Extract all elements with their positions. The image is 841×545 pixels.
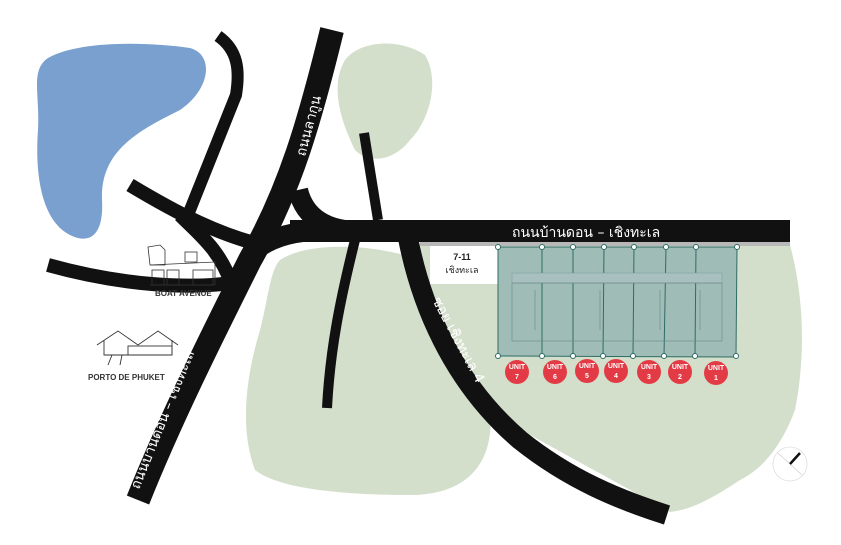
road-curve-junction: [288, 187, 361, 241]
boat-avenue-label: BOAT AVENUE: [155, 289, 212, 298]
road-network: [46, 27, 790, 525]
porto-de-phuket-label: PORTO DE PHUKET: [88, 373, 165, 382]
unit-badge-7[interactable]: UNIT 7: [505, 360, 529, 384]
road-diagonal: [126, 27, 344, 505]
unit-badge-1[interactable]: UNIT 1: [704, 361, 728, 385]
svg-text:3: 3: [647, 374, 651, 381]
svg-text:UNIT: UNIT: [579, 363, 596, 370]
green-area-north: [337, 43, 433, 159]
seven-eleven-sublabel: เชิงทะเล: [446, 265, 479, 276]
road-west-3: [175, 210, 239, 288]
road-loop-north: [182, 31, 244, 218]
road-center-spur: [322, 238, 360, 409]
svg-text:UNIT: UNIT: [672, 364, 689, 371]
unit-badge-6[interactable]: UNIT 6: [543, 360, 567, 384]
porto-de-phuket-building-icon: [96, 330, 179, 366]
road-west-2: [46, 258, 240, 293]
svg-text:6: 6: [553, 374, 557, 381]
road-shoulder: [420, 242, 790, 246]
unit-badge-2[interactable]: UNIT 2: [668, 360, 692, 384]
unit-badge-4[interactable]: UNIT 4: [604, 359, 628, 383]
road-soi: [398, 236, 671, 525]
svg-text:1: 1: [714, 375, 718, 382]
boat-avenue-building-icon: [147, 244, 216, 286]
svg-text:UNIT: UNIT: [641, 364, 658, 371]
unit-badge-5[interactable]: UNIT 5: [575, 359, 599, 383]
seven-eleven-label: 7-11: [453, 252, 471, 262]
svg-text:7: 7: [515, 374, 519, 381]
svg-text:UNIT: UNIT: [708, 365, 725, 372]
svg-text:4: 4: [614, 373, 618, 380]
svg-text:UNIT: UNIT: [608, 363, 625, 370]
road-curve-junction-2: [249, 221, 321, 259]
unit-badge-3[interactable]: UNIT 3: [637, 360, 661, 384]
svg-text:UNIT: UNIT: [509, 364, 526, 371]
svg-text:UNIT: UNIT: [547, 364, 564, 371]
seven-eleven-area: [430, 246, 498, 284]
road-label-main-horizontal: ถนนบ้านดอน – เชิงทะเล: [512, 225, 660, 241]
lake: [37, 43, 207, 239]
svg-text:2: 2: [678, 374, 682, 381]
north-arrow-icon[interactable]: [772, 446, 808, 482]
road-west-1: [126, 178, 264, 252]
road-north-spur: [359, 132, 383, 221]
svg-text:5: 5: [585, 373, 589, 380]
site-plan: [495, 244, 740, 359]
